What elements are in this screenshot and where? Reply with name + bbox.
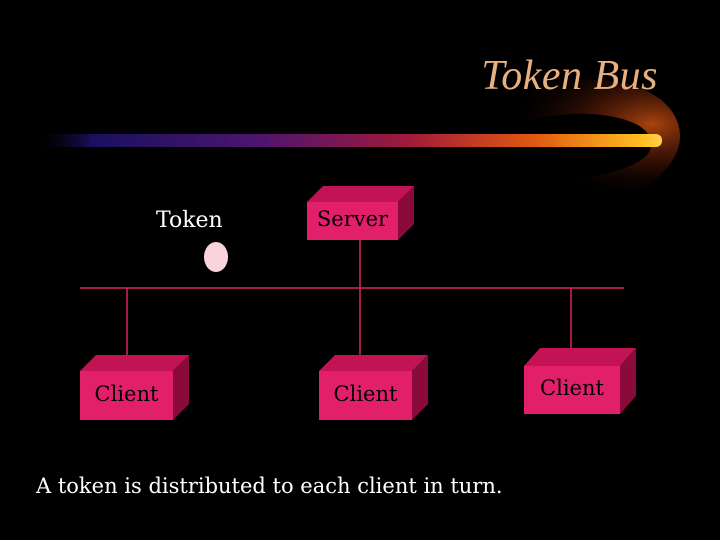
server-label: Server: [316, 207, 389, 231]
slide-caption: A token is distributed to each client in…: [36, 474, 503, 498]
token-label: Token: [156, 208, 223, 233]
client-label-3: Client: [540, 376, 604, 400]
client-box-3: [524, 348, 636, 414]
client-box-1: [80, 355, 189, 420]
slide-title: Token Bus: [481, 53, 658, 99]
token-circle: [204, 242, 228, 272]
client-label-2: Client: [333, 382, 398, 406]
client-label-1: Client: [94, 382, 159, 406]
client-box-2: [319, 355, 428, 420]
server-box: [307, 186, 414, 240]
